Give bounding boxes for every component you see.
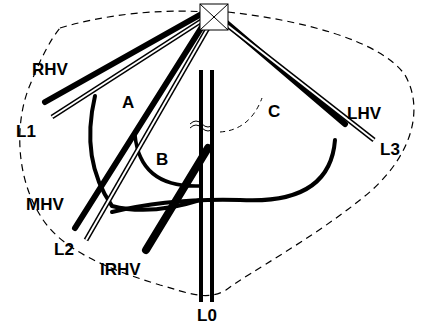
square-mark [200, 4, 228, 30]
dashed-arc [220, 98, 262, 132]
region-label: IRHV [100, 260, 141, 280]
region-label: LHV [347, 104, 381, 124]
vein-branch [112, 140, 335, 212]
wave-mark [190, 125, 214, 131]
vein-branch [90, 96, 200, 210]
plane-line-core [86, 14, 216, 240]
region-label: L3 [380, 140, 400, 160]
region-label: A [122, 93, 134, 113]
region-label: B [156, 150, 168, 170]
plane-lines [52, 14, 374, 302]
region-label: L2 [54, 240, 74, 260]
diagonal [200, 4, 228, 30]
diagonal [200, 4, 228, 30]
vertical-plane [199, 70, 203, 302]
region-label: L0 [197, 306, 217, 326]
region-label: MHV [26, 195, 64, 215]
region-label: C [268, 102, 280, 122]
wave-mark [190, 121, 214, 127]
middle-hepatic-vein [75, 14, 210, 228]
plane-line [86, 14, 216, 240]
liver-outline [20, 11, 414, 295]
region-label: L1 [16, 122, 36, 142]
vertical-plane [210, 70, 214, 302]
region-label: RHV [32, 60, 68, 80]
vena-cava-mark [200, 4, 228, 30]
veins [45, 12, 345, 250]
